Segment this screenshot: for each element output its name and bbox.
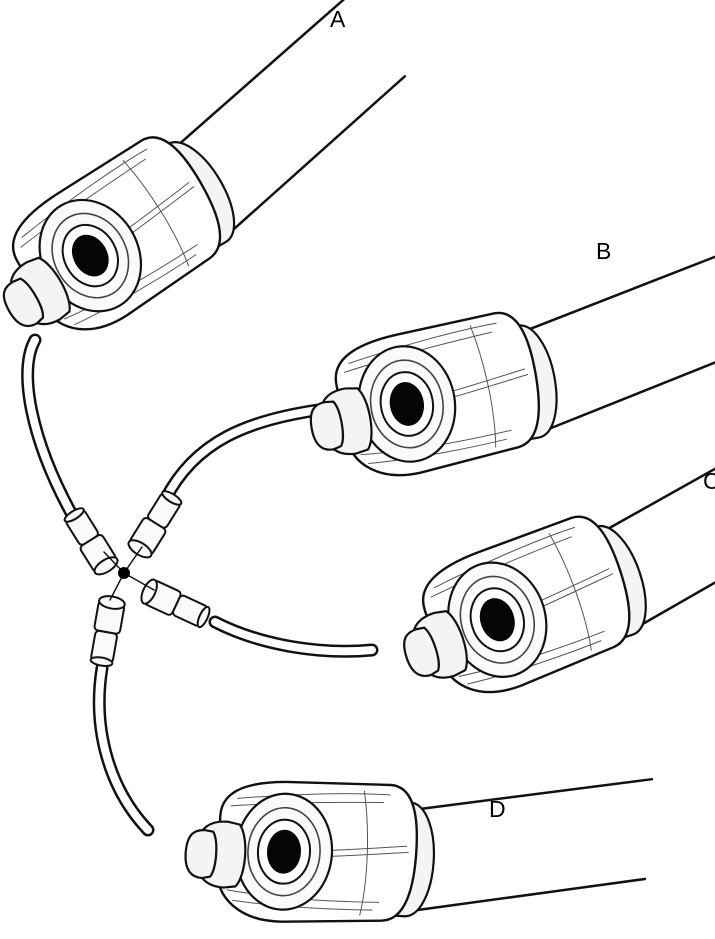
handpiece-a — [0, 0, 439, 365]
handpiece-b — [293, 245, 715, 490]
label-b: B — [596, 238, 611, 264]
cable-c — [215, 622, 372, 651]
plug-d — [88, 594, 126, 667]
plug-b — [126, 488, 185, 561]
label-a: A — [330, 6, 346, 32]
plug-c — [138, 577, 212, 630]
junction-point — [118, 567, 130, 579]
plug-a — [61, 505, 120, 578]
handpiece-d — [181, 747, 652, 939]
cable-d — [99, 668, 148, 830]
label-d: D — [489, 796, 506, 822]
label-c: C — [703, 468, 715, 494]
cable-a — [28, 340, 75, 520]
cable-b — [165, 410, 318, 500]
